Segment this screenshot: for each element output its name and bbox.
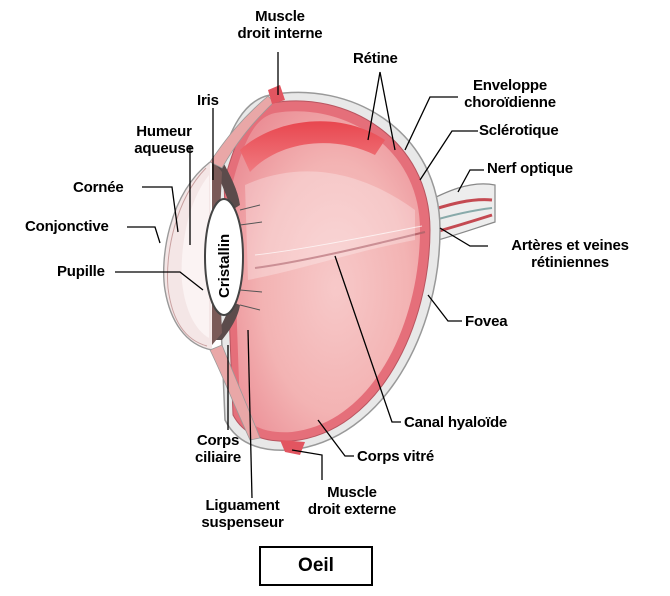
- label-line: Artères et veines: [495, 237, 645, 254]
- label-fovea: Fovea: [465, 313, 507, 330]
- label-line: Corps: [183, 432, 253, 449]
- label-line: droit externe: [292, 501, 412, 518]
- label-line: Muscle: [230, 8, 330, 25]
- label-cristallin: Cristallin: [215, 238, 235, 298]
- label-line: choroïdienne: [450, 94, 570, 111]
- label-line: aqueuse: [128, 140, 200, 157]
- label-line: rétiniennes: [495, 254, 645, 271]
- label-arteres-veines: Artères et veines rétiniennes: [495, 237, 645, 271]
- label-iris: Iris: [197, 92, 219, 109]
- label-canal-hyaloide: Canal hyaloïde: [404, 414, 507, 431]
- label-retine: Rétine: [353, 50, 398, 67]
- label-line: ciliaire: [183, 449, 253, 466]
- label-pupille: Pupille: [57, 263, 105, 280]
- label-muscle-droit-externe: Muscle droit externe: [292, 484, 412, 518]
- label-humeur-aqueuse: Humeur aqueuse: [128, 123, 200, 157]
- label-sclerotique: Sclérotique: [479, 122, 559, 139]
- label-line: suspenseur: [190, 514, 295, 531]
- label-enveloppe-choroidienne: Enveloppe choroïdienne: [450, 77, 570, 111]
- label-cornee: Cornée: [73, 179, 123, 196]
- label-corps-ciliaire: Corps ciliaire: [183, 432, 253, 466]
- muscle-external: [280, 440, 305, 455]
- label-line: Humeur: [128, 123, 200, 140]
- label-nerf-optique: Nerf optique: [487, 160, 573, 177]
- label-line: Enveloppe: [450, 77, 570, 94]
- label-corps-vitre: Corps vitré: [357, 448, 434, 465]
- label-line: Muscle: [292, 484, 412, 501]
- label-ligament-suspenseur: Liguament suspenseur: [190, 497, 295, 531]
- label-line: Liguament: [190, 497, 295, 514]
- label-conjonctive: Conjonctive: [25, 218, 109, 235]
- label-muscle-droit-interne: Muscle droit interne: [230, 8, 330, 42]
- caption-title: Oeil: [298, 555, 334, 577]
- caption-box: Oeil: [259, 546, 373, 586]
- label-line: droit interne: [230, 25, 330, 42]
